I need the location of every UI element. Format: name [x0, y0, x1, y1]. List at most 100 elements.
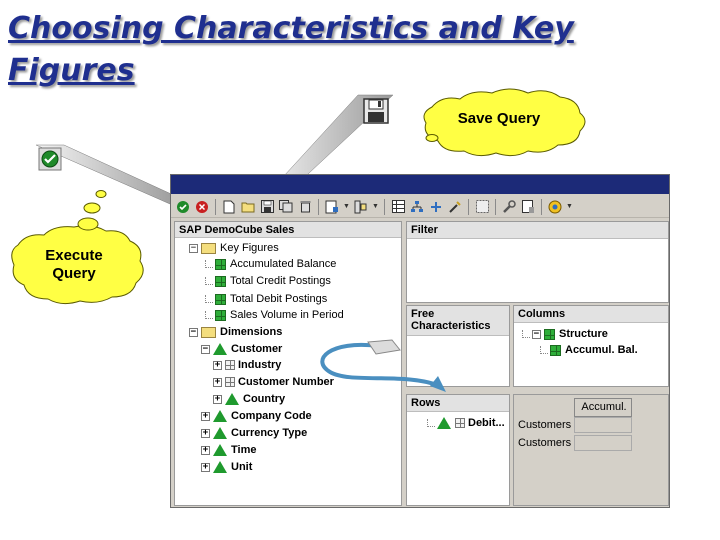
tree-node-company-code[interactable]: + Company Code [201, 408, 312, 424]
dropdown-arrow-icon[interactable]: ▼ [566, 203, 573, 210]
save-query-callout-text: Save Query [457, 110, 541, 127]
sap-query-designer-window: ▼ ▼ ▼ [170, 174, 670, 508]
dropdown-arrow-icon[interactable]: ▼ [343, 203, 350, 210]
execute-query-callout-line1: Execute [45, 247, 103, 264]
open-folder-icon[interactable] [240, 199, 256, 215]
tree-node-label: Currency Type [231, 427, 308, 439]
tree-node-label: Country [243, 393, 286, 405]
collapse-icon[interactable]: − [532, 328, 541, 339]
tree-line [205, 277, 213, 285]
toolbar-separator [384, 198, 385, 215]
tree-line [205, 311, 213, 319]
execute-bubble-dot-2 [83, 202, 101, 214]
new-document-icon[interactable] [221, 199, 237, 215]
attribute-icon [225, 377, 235, 387]
tree-node-key-figures[interactable]: − Key Figures [189, 240, 279, 256]
tree-node-label: Accumulated Balance [230, 258, 337, 270]
preview-cell [574, 435, 632, 451]
delete-icon[interactable] [297, 199, 313, 215]
tree-node-currency-type[interactable]: + Currency Type [201, 425, 307, 441]
expand-icon[interactable]: + [201, 410, 210, 421]
tree-node-label: Total Debit Postings [230, 293, 328, 305]
tree-node-label: Dimensions [220, 326, 283, 338]
tree-line [205, 295, 213, 303]
toolbar-separator [215, 198, 216, 215]
columns-accumul-bal-node[interactable]: Accumul. Bal. [540, 342, 638, 358]
wrench-icon[interactable] [501, 199, 517, 215]
cancel-icon[interactable] [194, 199, 210, 215]
window-titlebar [171, 175, 669, 194]
key-figure-icon [215, 309, 226, 321]
key-figure-icon [550, 344, 561, 356]
tree-node-time[interactable]: + Time [201, 442, 256, 458]
tree-node-customer-number[interactable]: + Customer Number [213, 374, 334, 390]
rows-panel[interactable]: Rows Debit... [406, 394, 510, 506]
filter-panel[interactable]: Filter [406, 221, 669, 303]
expand-icon[interactable]: + [213, 393, 222, 404]
tree-node-accumulated-balance[interactable]: Accumulated Balance [205, 256, 336, 272]
tree-node-sales-volume[interactable]: Sales Volume in Period [205, 307, 344, 323]
tree-node-dimensions[interactable]: − Dimensions [189, 324, 282, 340]
characteristic-icon [213, 444, 227, 456]
tree-node-industry[interactable]: + Industry [213, 357, 281, 373]
expand-icon[interactable]: + [201, 444, 210, 455]
characteristic-icon [225, 393, 239, 405]
filter-label: Filter [407, 222, 668, 239]
toolbar: ▼ ▼ ▼ [171, 196, 669, 218]
folder-icon [201, 326, 216, 338]
tree-node-total-debit-postings[interactable]: Total Debit Postings [205, 291, 327, 307]
tree-node-country[interactable]: + Country [213, 391, 285, 407]
expand-icon[interactable]: + [213, 359, 222, 370]
tree-node-customer[interactable]: − Customer [201, 341, 282, 357]
help-icon[interactable] [547, 199, 563, 215]
tree-line [540, 346, 548, 354]
structure-label: Structure [559, 328, 608, 340]
tree-node-unit[interactable]: + Unit [201, 459, 252, 475]
tree-node-total-credit-postings[interactable]: Total Credit Postings [205, 273, 331, 289]
free-characteristics-panel[interactable]: Free Characteristics [406, 305, 510, 387]
tree-node-label: Key Figures [220, 242, 279, 254]
grid-settings-icon[interactable] [474, 199, 490, 215]
characteristic-icon [213, 427, 227, 439]
tools-icon[interactable] [447, 199, 463, 215]
expand-icon[interactable]: + [201, 427, 210, 438]
hierarchy-icon[interactable] [409, 199, 425, 215]
tree-node-label: Customer Number [238, 376, 334, 388]
characteristic-icon [437, 417, 451, 429]
expand-icon[interactable]: + [201, 461, 210, 472]
execute-icon[interactable] [175, 199, 191, 215]
columns-panel[interactable]: Columns − Structure Accumul. Bal. [513, 305, 669, 387]
characteristic-icon [213, 343, 227, 355]
save-as-icon[interactable] [278, 199, 294, 215]
save-icon-small[interactable] [259, 199, 275, 215]
swap-axes-icon[interactable] [428, 199, 444, 215]
layout-icon[interactable] [353, 199, 369, 215]
preview-row-2: Customers [518, 437, 572, 449]
tree-line [205, 260, 213, 268]
preview-panel: Accumul. Customers Customers [513, 394, 669, 506]
collapse-icon[interactable]: − [201, 343, 210, 354]
execute-query-callout-line2: Query [52, 265, 96, 282]
columns-structure-node[interactable]: − Structure [522, 326, 608, 342]
slide-title: Choosing Characteristics and Key Figures [8, 11, 574, 88]
properties-icon[interactable] [324, 199, 340, 215]
rows-debit-node[interactable]: Debit... [427, 415, 505, 431]
document-view-icon[interactable] [520, 199, 536, 215]
collapse-icon[interactable]: − [189, 242, 198, 253]
attribute-icon [225, 360, 235, 370]
accumul-bal-label: Accumul. Bal. [565, 344, 638, 356]
tree-node-label: Company Code [231, 410, 312, 422]
expand-icon[interactable]: + [213, 376, 222, 387]
save-icon [362, 97, 390, 125]
key-figure-icon [215, 258, 226, 270]
preview-column-header: Accumul. [574, 398, 632, 417]
table-view-icon[interactable] [390, 199, 406, 215]
infoprovider-tree-panel: SAP DemoCube Sales − Key Figures Accumul… [174, 221, 402, 506]
collapse-icon[interactable]: − [189, 326, 198, 337]
dropdown-arrow-icon[interactable]: ▼ [372, 203, 379, 210]
tree-node-label: Total Credit Postings [230, 275, 331, 287]
tree-node-label: Industry [238, 359, 282, 371]
save-bubble-dot [425, 134, 439, 142]
tree-node-label: Time [231, 444, 257, 456]
debit-label: Debit... [468, 417, 505, 429]
